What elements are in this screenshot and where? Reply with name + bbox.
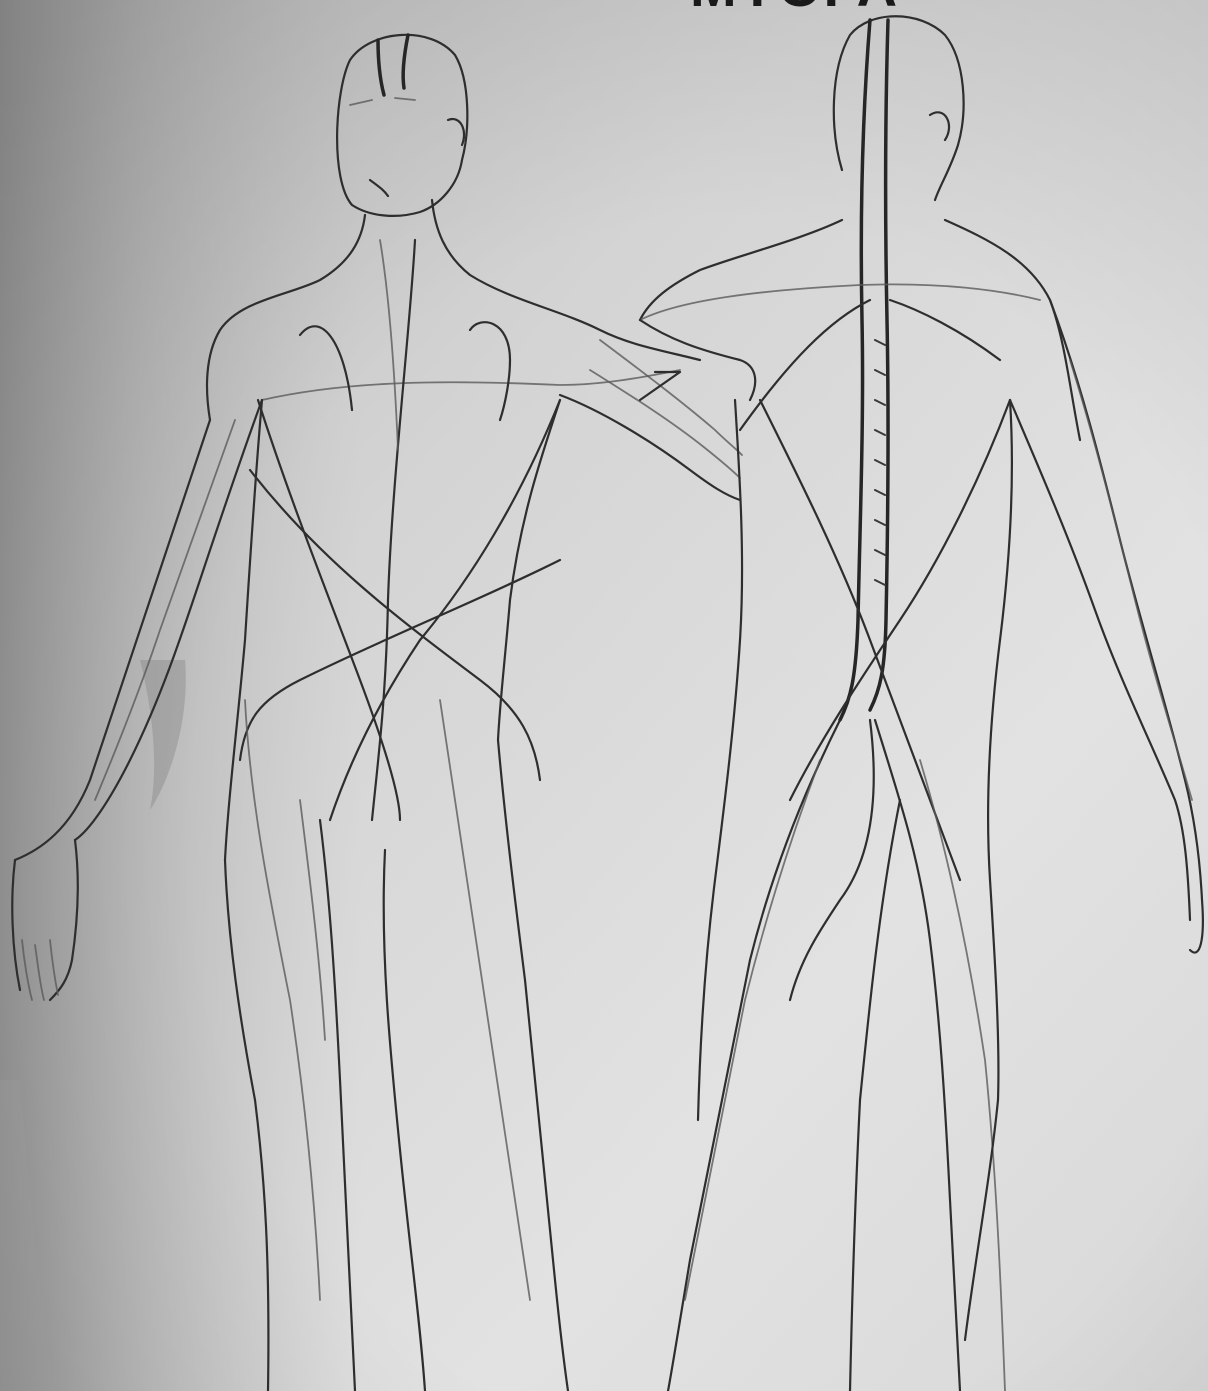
header-text-fragment: MYOFA xyxy=(690,0,899,18)
